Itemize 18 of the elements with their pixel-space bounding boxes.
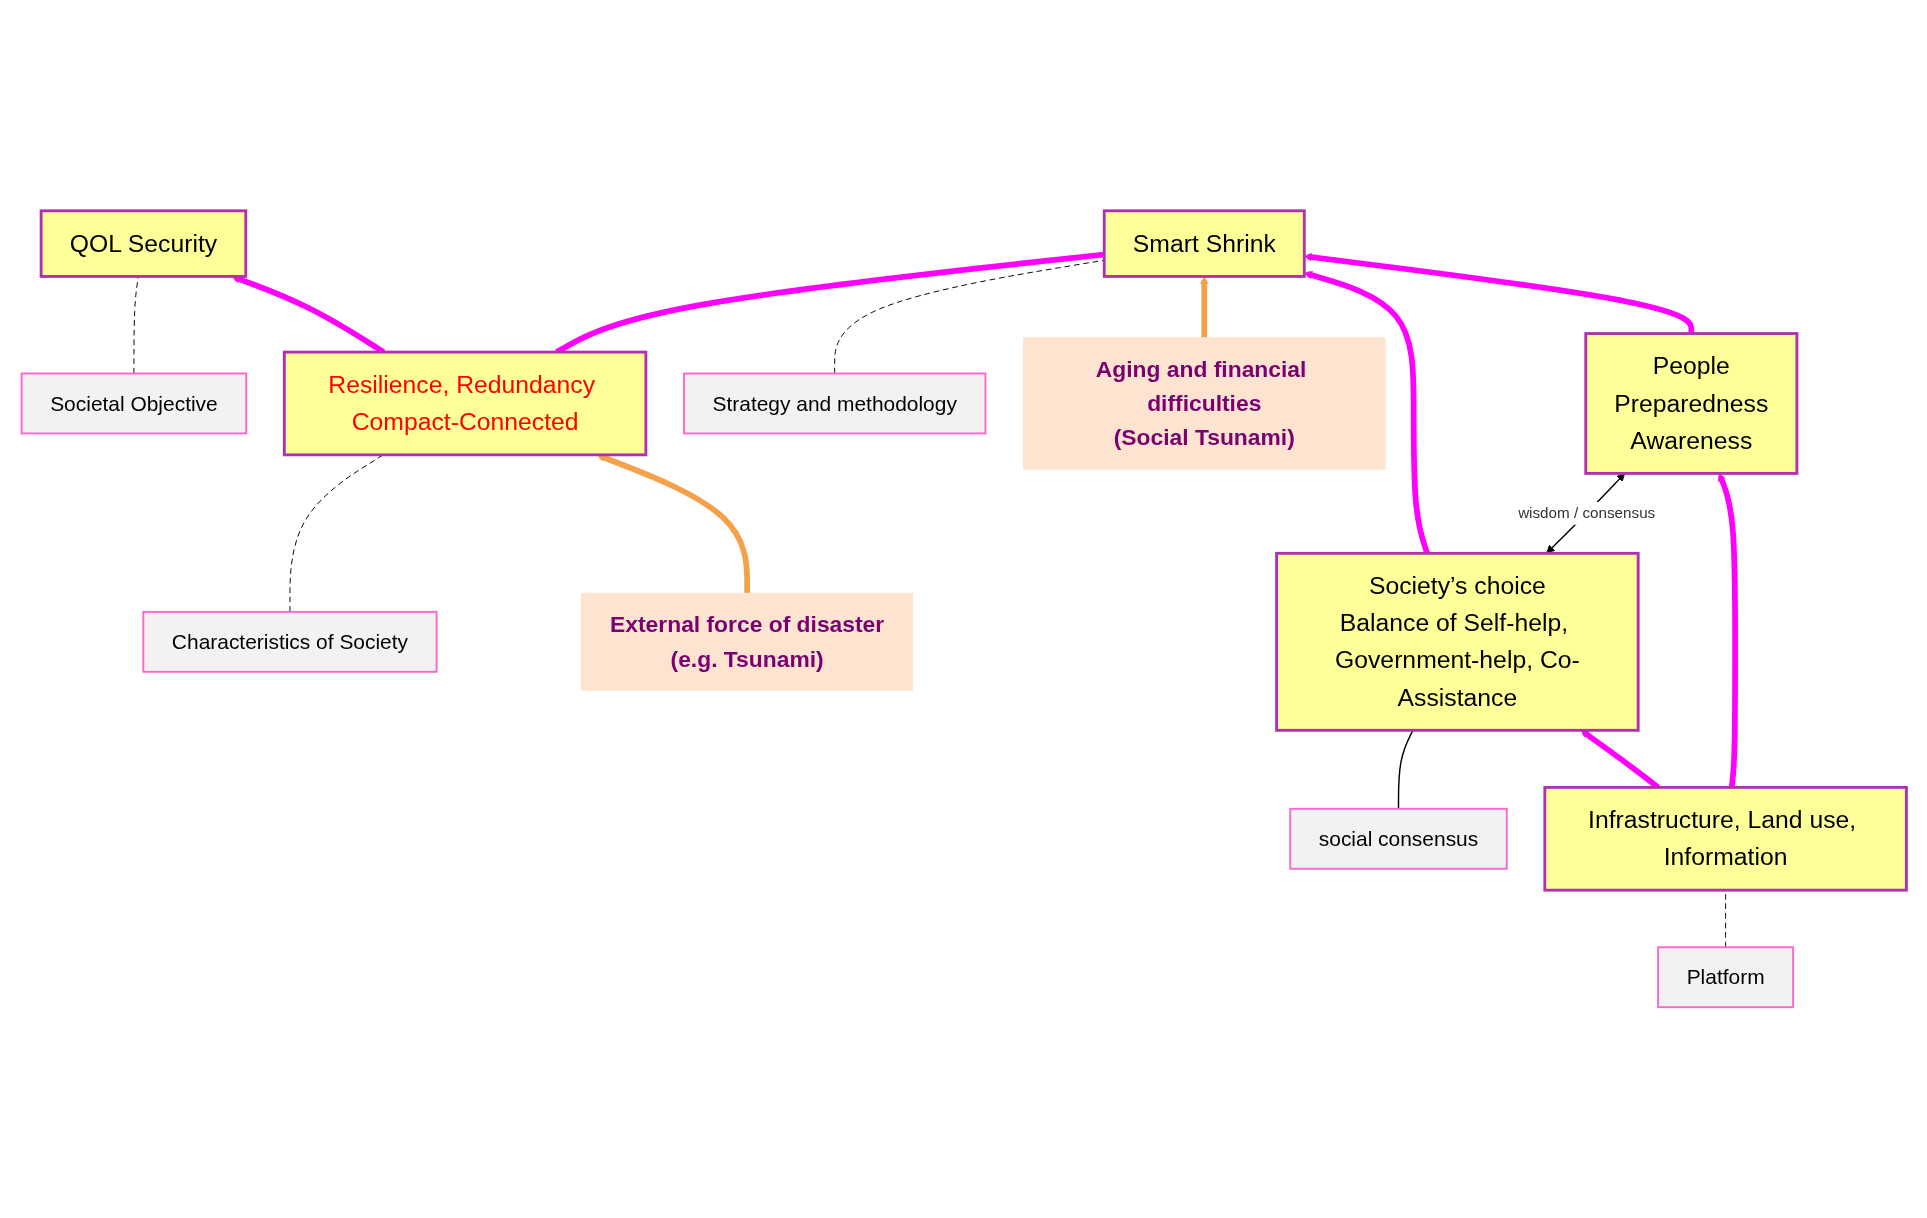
arrow xyxy=(1199,276,1208,338)
edge-label: wisdom / consensus xyxy=(1517,504,1655,521)
node-box: External force of disaster (e.g. Tsunami) xyxy=(580,592,913,691)
node-box: Strategy and methodology xyxy=(682,372,986,435)
node-box: Society’s choice Balance of Self-help, Government-help, Co-Assistance xyxy=(1274,551,1640,732)
node-box: Resilience, Redundancy Compact-Connected xyxy=(282,350,647,457)
node-box: People Preparedness Awareness xyxy=(1583,332,1798,475)
node-box: Societal Objective xyxy=(20,372,247,435)
node-box: Characteristics of Society xyxy=(141,610,438,673)
arrow xyxy=(1717,473,1738,788)
node-box: Smart Shrink xyxy=(1102,209,1306,278)
arrow xyxy=(1303,253,1694,334)
node-box: Aging and financial difficulties (Social Tsunami) xyxy=(1022,337,1386,470)
node-box: Platform xyxy=(1656,946,1794,1009)
node-box: QOL Security xyxy=(39,209,247,278)
connector xyxy=(288,454,384,613)
node-box: Infrastructure, Land use, Information xyxy=(1542,786,1908,892)
node-box: social consensus xyxy=(1288,807,1508,870)
